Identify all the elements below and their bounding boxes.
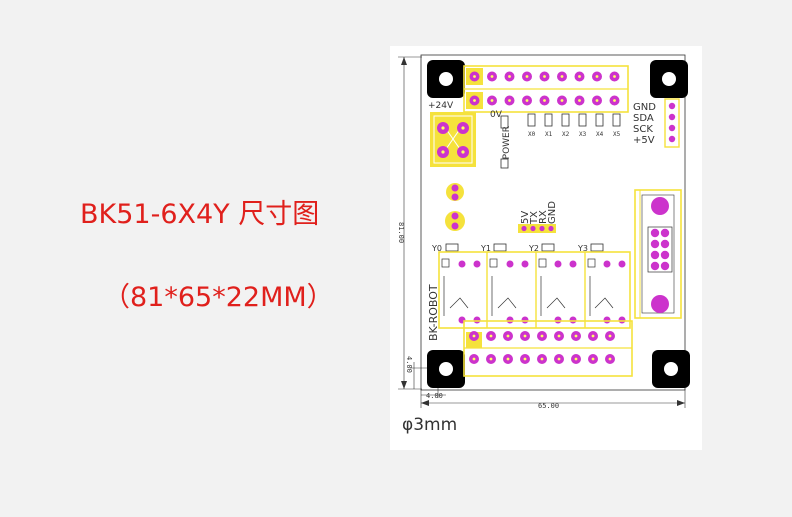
y-label: Y3 [577, 244, 588, 253]
offset-x-label: 4.00 [426, 392, 443, 400]
x-label: X4 [596, 131, 604, 138]
x-label: X1 [545, 131, 553, 138]
uart-label: TX [529, 211, 540, 225]
output-terminal-block [463, 320, 633, 377]
relay-blocks [438, 251, 631, 329]
board-drawing-panel: 81.00 4.00 4.00 65.00 φ3mm [390, 46, 702, 450]
uart-label: GND [547, 201, 558, 224]
i2c-label: SCK [633, 124, 653, 135]
i2c-label: +5V [633, 135, 655, 146]
height-dimension [398, 56, 436, 390]
uart-label: 5V [520, 211, 531, 224]
mounting-holes [427, 60, 690, 388]
width-dimension-label: 65.00 [538, 402, 559, 410]
power-connector [430, 112, 476, 167]
y-label: Y2 [528, 244, 539, 253]
power-led-footprint [500, 115, 509, 129]
input-led-row [527, 113, 621, 127]
x-label: X0 [528, 131, 536, 138]
label-power: POWER [502, 126, 512, 159]
offset-y-label: 4.00 [405, 356, 413, 373]
i2c-label: SDA [633, 113, 654, 124]
board-diagram: 81.00 4.00 4.00 65.00 φ3mm [397, 54, 690, 435]
capacitor-pads [445, 183, 465, 231]
label-0v: 0V [490, 110, 503, 120]
i2c-header: GND SDA SCK +5V [633, 98, 680, 148]
y-label: Y1 [480, 244, 491, 253]
input-terminal-block [463, 65, 629, 113]
side-connector [634, 189, 682, 319]
hole-note: φ3mm [402, 415, 457, 435]
x-label: X3 [579, 131, 587, 138]
x-label: X2 [562, 131, 570, 138]
uart-header: 5V TX RX GND [518, 201, 558, 233]
board-outline [420, 54, 686, 391]
height-dimension-label: 81.00 [397, 222, 405, 243]
uart-label: RX [538, 210, 549, 224]
label-24v: +24V [428, 101, 454, 111]
caption-title: BK51-6X4Y 尺寸图 [80, 199, 320, 230]
output-led-row [445, 243, 604, 252]
i2c-label: GND [633, 102, 656, 113]
brand-silkscreen: BK-ROBOT [427, 284, 440, 341]
y-label: Y0 [431, 244, 442, 253]
caption-dimensions: （81*65*22MM） [103, 282, 334, 313]
x-label: X5 [613, 131, 621, 138]
